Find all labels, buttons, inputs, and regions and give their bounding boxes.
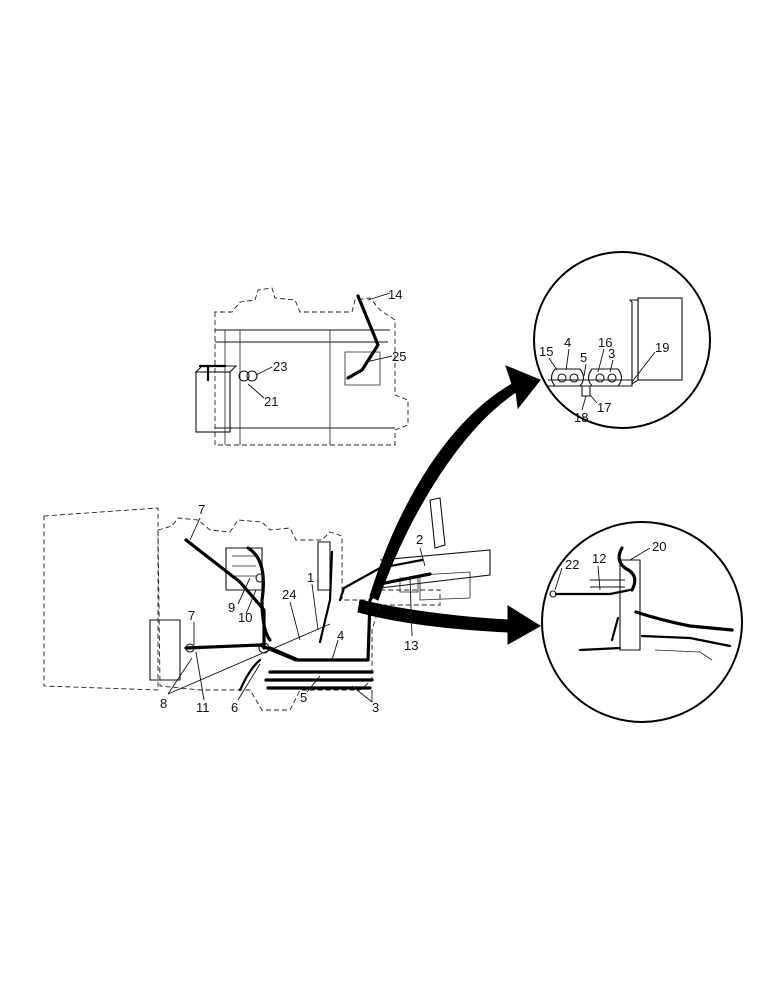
- callout-14: 14: [388, 287, 402, 302]
- callout-11: 11: [196, 700, 210, 715]
- callout-21: 21: [264, 394, 278, 409]
- callout-7-upper: 7: [198, 502, 205, 517]
- arrow-to-detail-a: [369, 365, 541, 601]
- detail-circle-a: 15 4 5 16 3 19 18 17: [533, 251, 711, 429]
- detail-circle-b: 22 12 20: [541, 521, 743, 723]
- callout-13: 13: [404, 638, 418, 653]
- callout-6: 6: [231, 700, 238, 715]
- arrow-to-detail-b: [357, 599, 541, 645]
- callout-1: 1: [307, 570, 314, 585]
- callout-25: 25: [392, 349, 406, 364]
- detail-arrows: [357, 365, 541, 645]
- callout-18: 18: [574, 410, 588, 425]
- callout-4-main: 4: [337, 628, 344, 643]
- callout-15: 15: [539, 344, 553, 359]
- callout-4: 4: [564, 335, 571, 350]
- callout-5-main: 5: [300, 690, 307, 705]
- callout-2: 2: [416, 532, 423, 547]
- callout-3: 3: [608, 346, 615, 361]
- callout-22: 22: [565, 557, 579, 572]
- top-engine-view: 14 25 23 21: [194, 287, 409, 446]
- callout-19: 19: [655, 340, 669, 355]
- callout-10: 10: [238, 610, 252, 625]
- callout-3-main: 3: [372, 700, 379, 715]
- callout-24: 24: [282, 587, 296, 602]
- callout-23: 23: [273, 359, 287, 374]
- callout-20: 20: [652, 539, 666, 554]
- callout-8: 8: [160, 696, 167, 711]
- callout-12: 12: [592, 551, 606, 566]
- callout-9: 9: [228, 600, 235, 615]
- main-tractor-view: 7 2 1 24 9 10 4 7 13 8 11 6 5 3: [43, 497, 491, 715]
- callout-7-lower: 7: [188, 608, 195, 623]
- callout-5: 5: [580, 350, 587, 365]
- callout-17: 17: [597, 400, 611, 415]
- callout-16: 16: [598, 335, 612, 350]
